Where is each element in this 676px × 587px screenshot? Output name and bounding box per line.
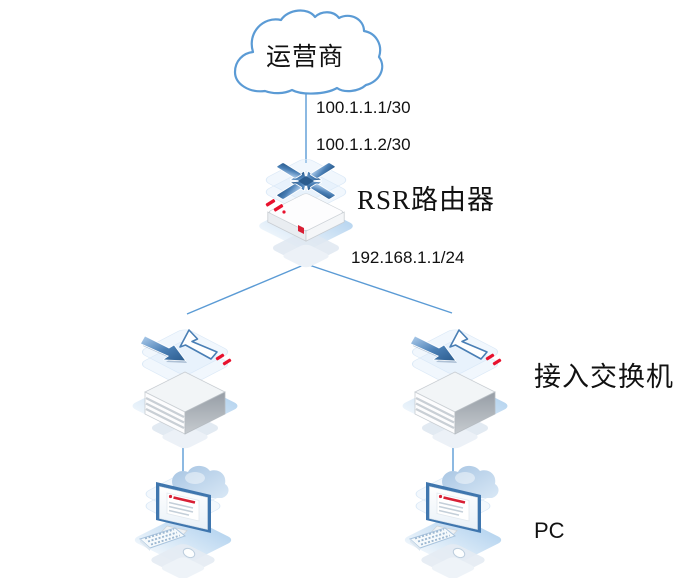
switch-left-node [123, 308, 243, 454]
pc-monitor [156, 482, 211, 533]
cloud-icon [233, 9, 384, 95]
router-wan-ip-label: 100.1.1.2/30 [316, 135, 411, 154]
cloud-label: 运营商 [265, 44, 344, 71]
pc-screen-document [166, 492, 200, 522]
switch-icon [402, 329, 508, 449]
switch-icon [132, 329, 238, 449]
switch-vents [145, 397, 185, 429]
router-node [246, 150, 366, 270]
switch-chassis [144, 371, 226, 435]
router-port-led [298, 225, 304, 234]
pc-right-node [397, 460, 509, 578]
pc-icon [404, 465, 502, 578]
pc-mouse [182, 547, 196, 559]
pc-icon [134, 465, 232, 578]
router-lan-ip-label: 192.168.1.1/24 [351, 248, 465, 267]
lan-link-left-line [186, 263, 307, 315]
pc-left-node [127, 460, 239, 578]
pc-keyboard [139, 527, 187, 551]
router-signal-marks [265, 199, 286, 214]
switch-signal-marks [215, 353, 232, 366]
switch-right-node [393, 308, 513, 454]
pc-label: PC [534, 518, 565, 543]
switch-arrow-out [179, 329, 218, 360]
router-icon [259, 159, 353, 268]
isp-uplink-ip-label: 100.1.1.1/30 [316, 98, 411, 117]
router-cross-arrows [276, 162, 336, 200]
router-chassis [267, 193, 345, 242]
isp-cloud-node [229, 6, 385, 96]
router-label: RSR路由器 [357, 185, 496, 215]
switch-arrows [140, 329, 232, 366]
switch-arrow-in [140, 335, 186, 362]
switch-label: 接入交换机 [534, 362, 674, 392]
lan-link-right-line [305, 263, 453, 314]
